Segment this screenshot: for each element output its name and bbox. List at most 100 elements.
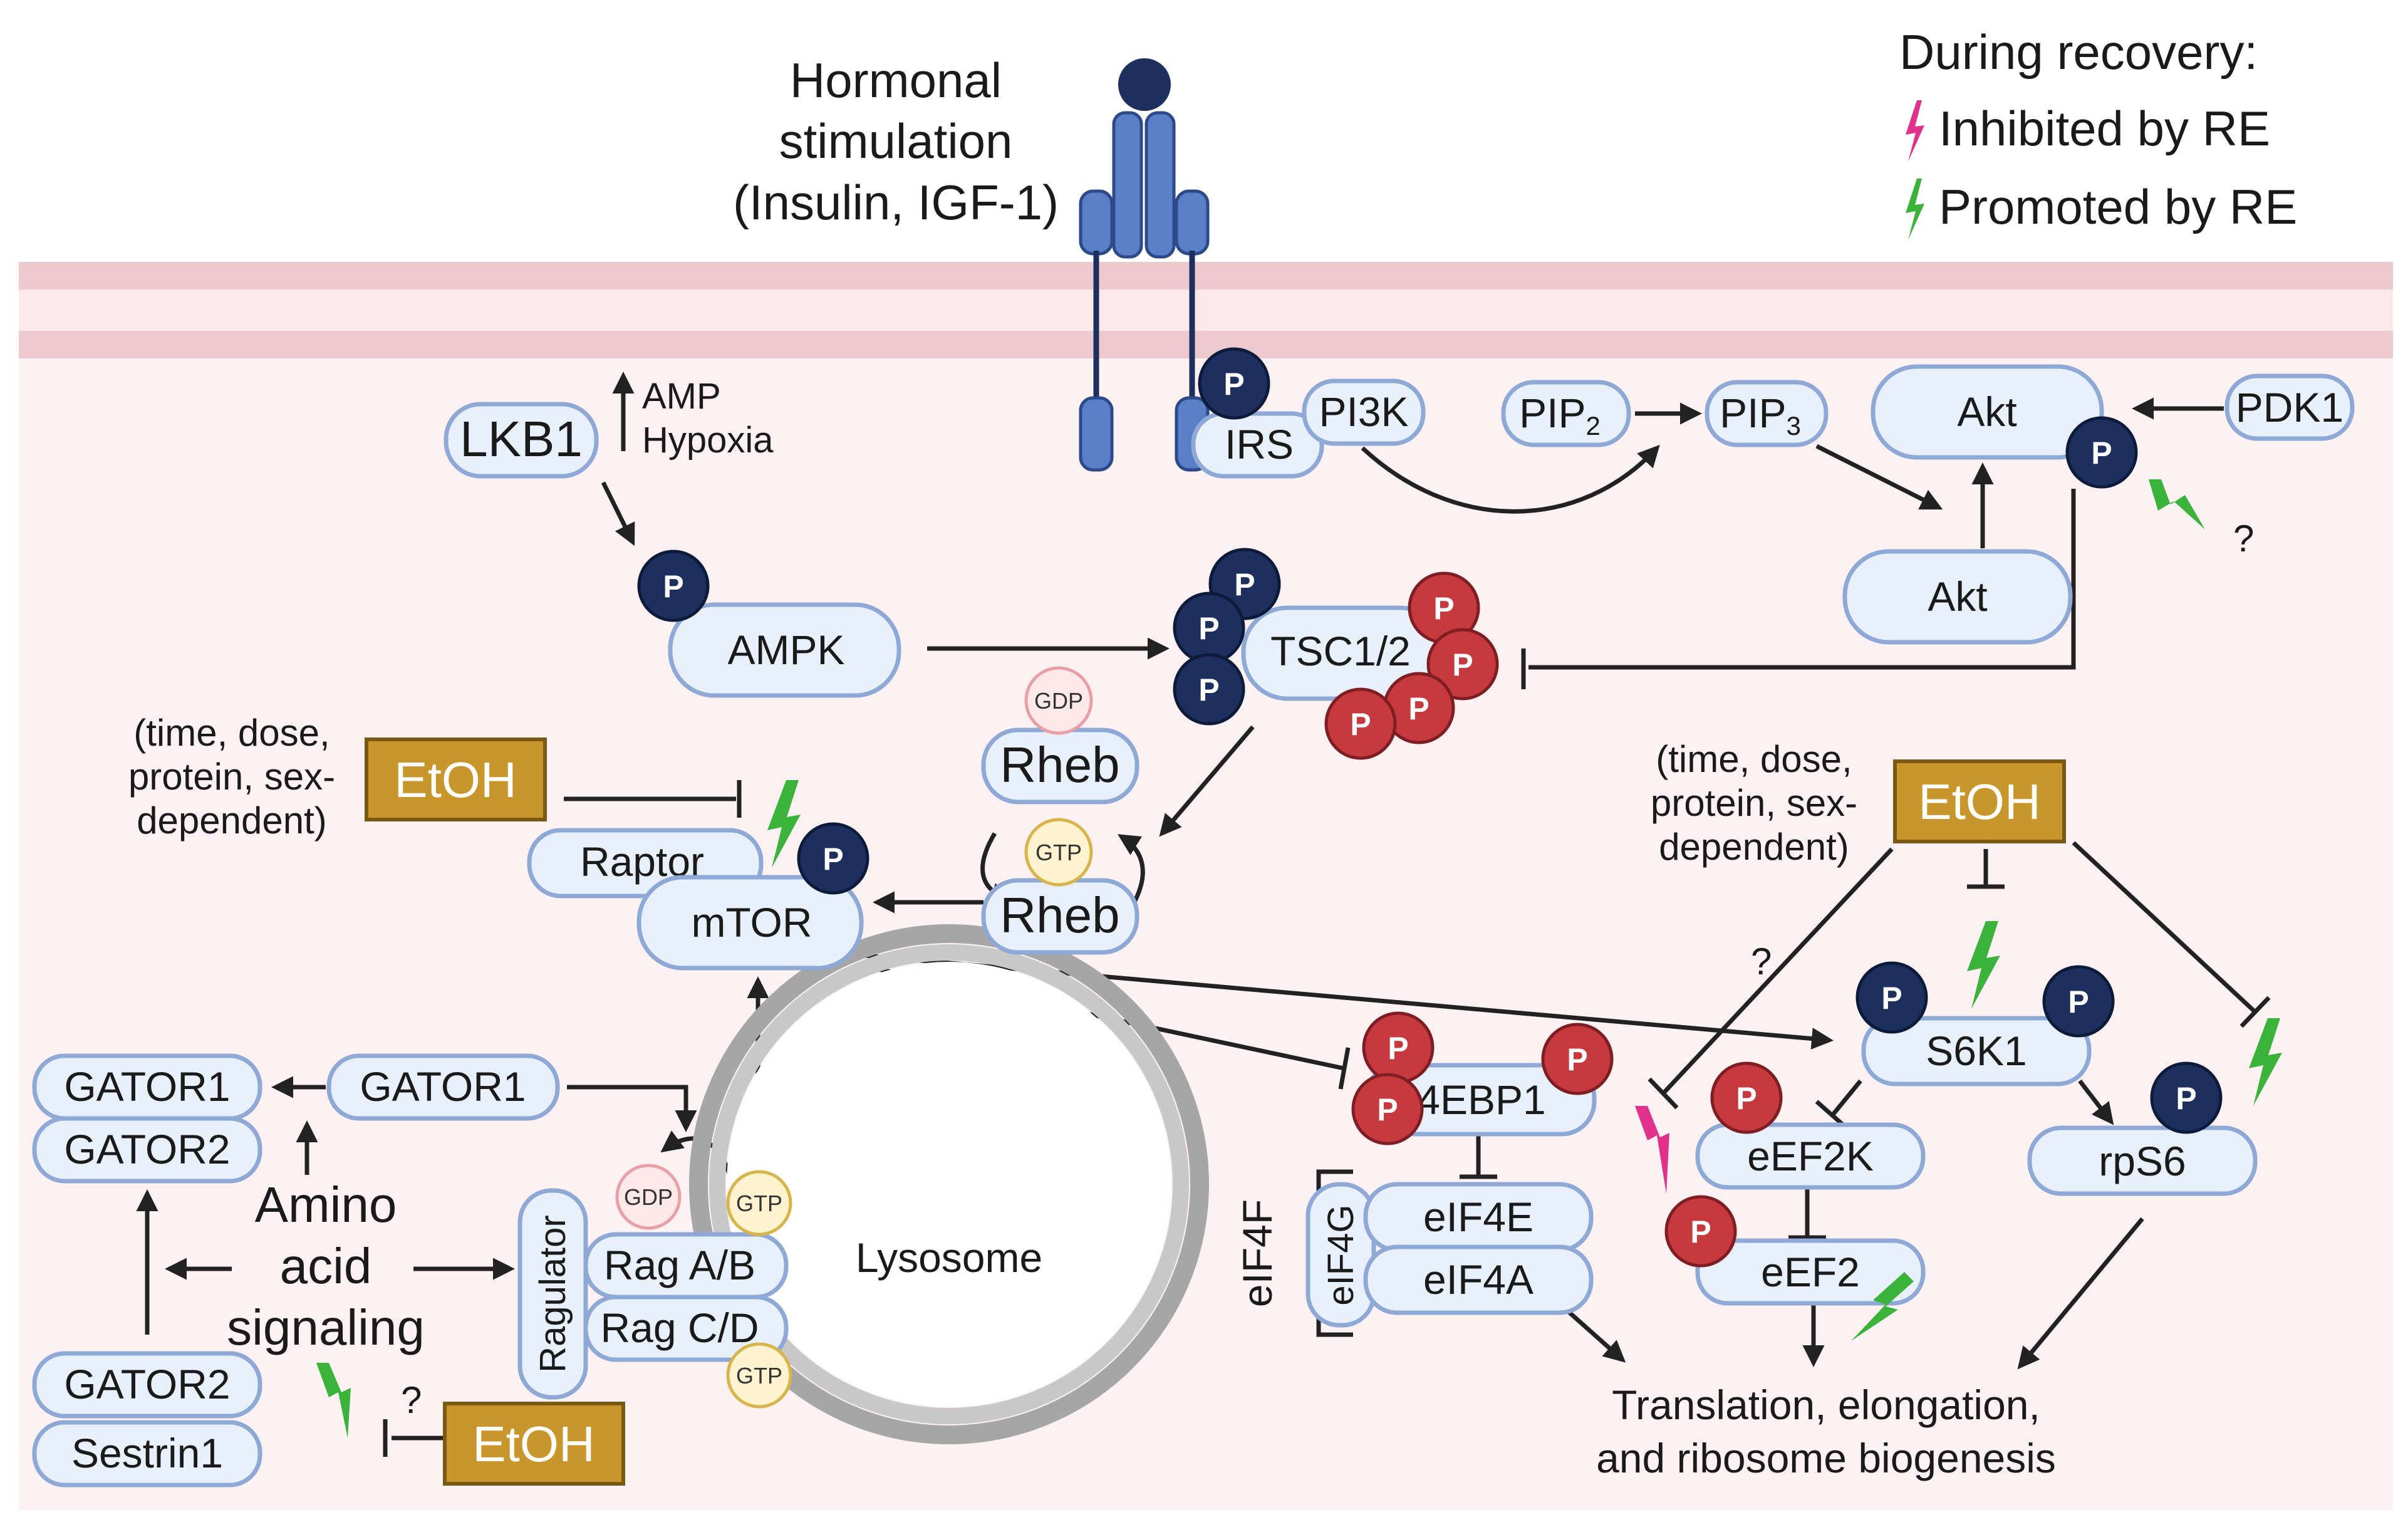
etoh-note-left: (time, dose, protein, sex- dependent) [128, 712, 335, 842]
svg-text:P: P [2176, 1081, 2196, 1116]
phospho-s6k1-left [1855, 961, 1928, 1034]
promote-bolt-icon [1967, 921, 2000, 1009]
phospho-4ebp1-2 [1351, 1073, 1424, 1145]
hormone-label: Hormonal stimulation (Insulin, IGF-1) [733, 53, 1059, 230]
pi3k-protein: PI3K [1302, 378, 1426, 446]
phospho-tsc-3 [1173, 653, 1245, 726]
promote-bolt-icon [316, 1363, 351, 1438]
phospho-akt [2065, 416, 2138, 489]
eif4f-complex: eIF4F eIF4G eIF4E eIF4A [1234, 1169, 1594, 1337]
promote-bolt-icon [1906, 179, 1924, 240]
svg-text:P: P [1433, 591, 1454, 626]
irs-protein: IRS [1191, 411, 1324, 479]
svg-text:GTP: GTP [1035, 840, 1082, 865]
pip3-lipid: PIP3 [1705, 380, 1829, 447]
svg-text:EtOH: EtOH [394, 752, 517, 808]
gator1-left-protein: GATOR1 [32, 1053, 262, 1121]
svg-text:signaling: signaling [227, 1300, 425, 1355]
ragulator-protein: Ragulator [517, 1188, 588, 1400]
legend-promoted: Promoted by RE [1939, 179, 2297, 234]
phospho-tsc-r4 [1324, 687, 1397, 760]
akt-active-protein: Akt [1871, 364, 2104, 460]
phospho-eef2 [1664, 1195, 1737, 1268]
svg-text:PIP2: PIP2 [1519, 390, 1601, 440]
svg-text:P: P [1377, 1092, 1398, 1127]
ampk-protein: AMPK [668, 602, 901, 698]
svg-text:(time, dose,: (time, dose, [133, 712, 330, 754]
svg-text:rpS6: rpS6 [2099, 1138, 2186, 1184]
phospho-rps6 [2150, 1061, 2223, 1134]
question-etoh-bottom: ? [401, 1379, 422, 1421]
promote-bolt-icon [2149, 479, 2205, 529]
pip2-lipid: PIP2 [1501, 380, 1631, 447]
phospho-eef2k [1710, 1061, 1783, 1134]
svg-text:LKB1: LKB1 [460, 411, 583, 467]
svg-text:P: P [2068, 984, 2089, 1019]
question-eef2k: ? [1751, 941, 1772, 982]
svg-text:PI3K: PI3K [1319, 388, 1408, 435]
svg-text:P: P [1223, 367, 1244, 402]
svg-text:PIP3: PIP3 [1720, 390, 1801, 440]
gator2-bottom-protein: GATOR2 [32, 1351, 262, 1419]
eif4f-label: eIF4F [1234, 1199, 1280, 1307]
svg-text:P: P [1736, 1081, 1757, 1116]
svg-text:P: P [2091, 435, 2112, 471]
hormone-line-1: Hormonal [790, 53, 1002, 108]
svg-text:protein, sex-: protein, sex- [1651, 782, 1857, 824]
svg-text:GATOR1: GATOR1 [360, 1063, 526, 1110]
inhibit-bolt-icon [1635, 1106, 1669, 1194]
rps6-protein: rpS6 [2027, 1125, 2258, 1196]
svg-text:EtOH: EtOH [1918, 774, 2041, 830]
svg-text:AMPK: AMPK [727, 627, 844, 673]
translation-output-label: Translation, elongation, and ribosome bi… [1596, 1382, 2056, 1481]
phospho-mtor [797, 822, 869, 895]
lysosome-label: Lysosome [856, 1234, 1042, 1281]
svg-text:Rheb: Rheb [1000, 887, 1119, 943]
gator2-left-protein: GATOR2 [32, 1116, 262, 1184]
svg-text:S6K1: S6K1 [1926, 1028, 2027, 1074]
svg-text:EtOH: EtOH [472, 1416, 595, 1472]
amp-label: AMP [642, 376, 721, 417]
eif4g-label: eIF4G [1321, 1204, 1361, 1305]
legend-inhibited: Inhibited by RE [1939, 101, 2270, 156]
legend: During recovery: Inhibited by RE Promote… [1899, 24, 2297, 240]
svg-text:Akt: Akt [1957, 388, 2016, 435]
svg-text:GATOR2: GATOR2 [64, 1126, 230, 1172]
legend-title: During recovery: [1899, 24, 2258, 80]
svg-text:GATOR1: GATOR1 [64, 1063, 230, 1110]
svg-text:P: P [1234, 567, 1255, 602]
svg-text:P: P [1567, 1042, 1587, 1077]
etoh-note-right: (time, dose, protein, sex- dependent) [1651, 738, 1857, 868]
etoh-box-left: EtOH [365, 737, 547, 821]
eef2k-protein: eEF2K [1695, 1122, 1926, 1190]
svg-text:GTP: GTP [736, 1363, 782, 1389]
svg-text:GTP: GTP [736, 1191, 782, 1216]
svg-text:P: P [663, 569, 683, 604]
tsc-complex: TSC1/2 [1241, 605, 1446, 701]
gtp-rag-ab-nucleotide: GTP [726, 1170, 792, 1236]
svg-text:dependent): dependent) [1659, 826, 1849, 868]
svg-text:Ragulator: Ragulator [532, 1215, 573, 1372]
phospho-groups: P P P P P P P P P P P P P P P P P P [637, 347, 2223, 1268]
svg-text:P: P [1408, 691, 1429, 726]
lkb1-protein: LKB1 [444, 402, 599, 479]
svg-text:P: P [1690, 1214, 1711, 1249]
rag-cd-protein: Rag C/D [583, 1295, 789, 1362]
phospho-irs [1198, 347, 1270, 420]
svg-text:dependent): dependent) [137, 800, 327, 842]
sestrin1-protein: Sestrin1 [32, 1420, 262, 1488]
svg-text:Akt: Akt [1928, 573, 1987, 620]
membrane-core [19, 289, 2393, 331]
rheb-gtp-protein: Rheb [981, 878, 1139, 955]
svg-text:acid: acid [280, 1238, 372, 1294]
phospho-s6k1-right [2042, 965, 2115, 1038]
gtp-rag-cd-nucleotide: GTP [726, 1342, 792, 1409]
svg-text:Translation, elongation,: Translation, elongation, [1612, 1382, 2040, 1428]
svg-text:protein, sex-: protein, sex- [128, 756, 335, 798]
hormone-line-3: (Insulin, IGF-1) [733, 175, 1059, 230]
svg-text:P: P [1198, 611, 1219, 646]
membrane-inner-leaflet [19, 331, 2393, 358]
hormone-line-2: stimulation [779, 113, 1013, 169]
svg-text:Sestrin1: Sestrin1 [71, 1430, 223, 1476]
pdk1-protein: PDK1 [2224, 373, 2355, 441]
